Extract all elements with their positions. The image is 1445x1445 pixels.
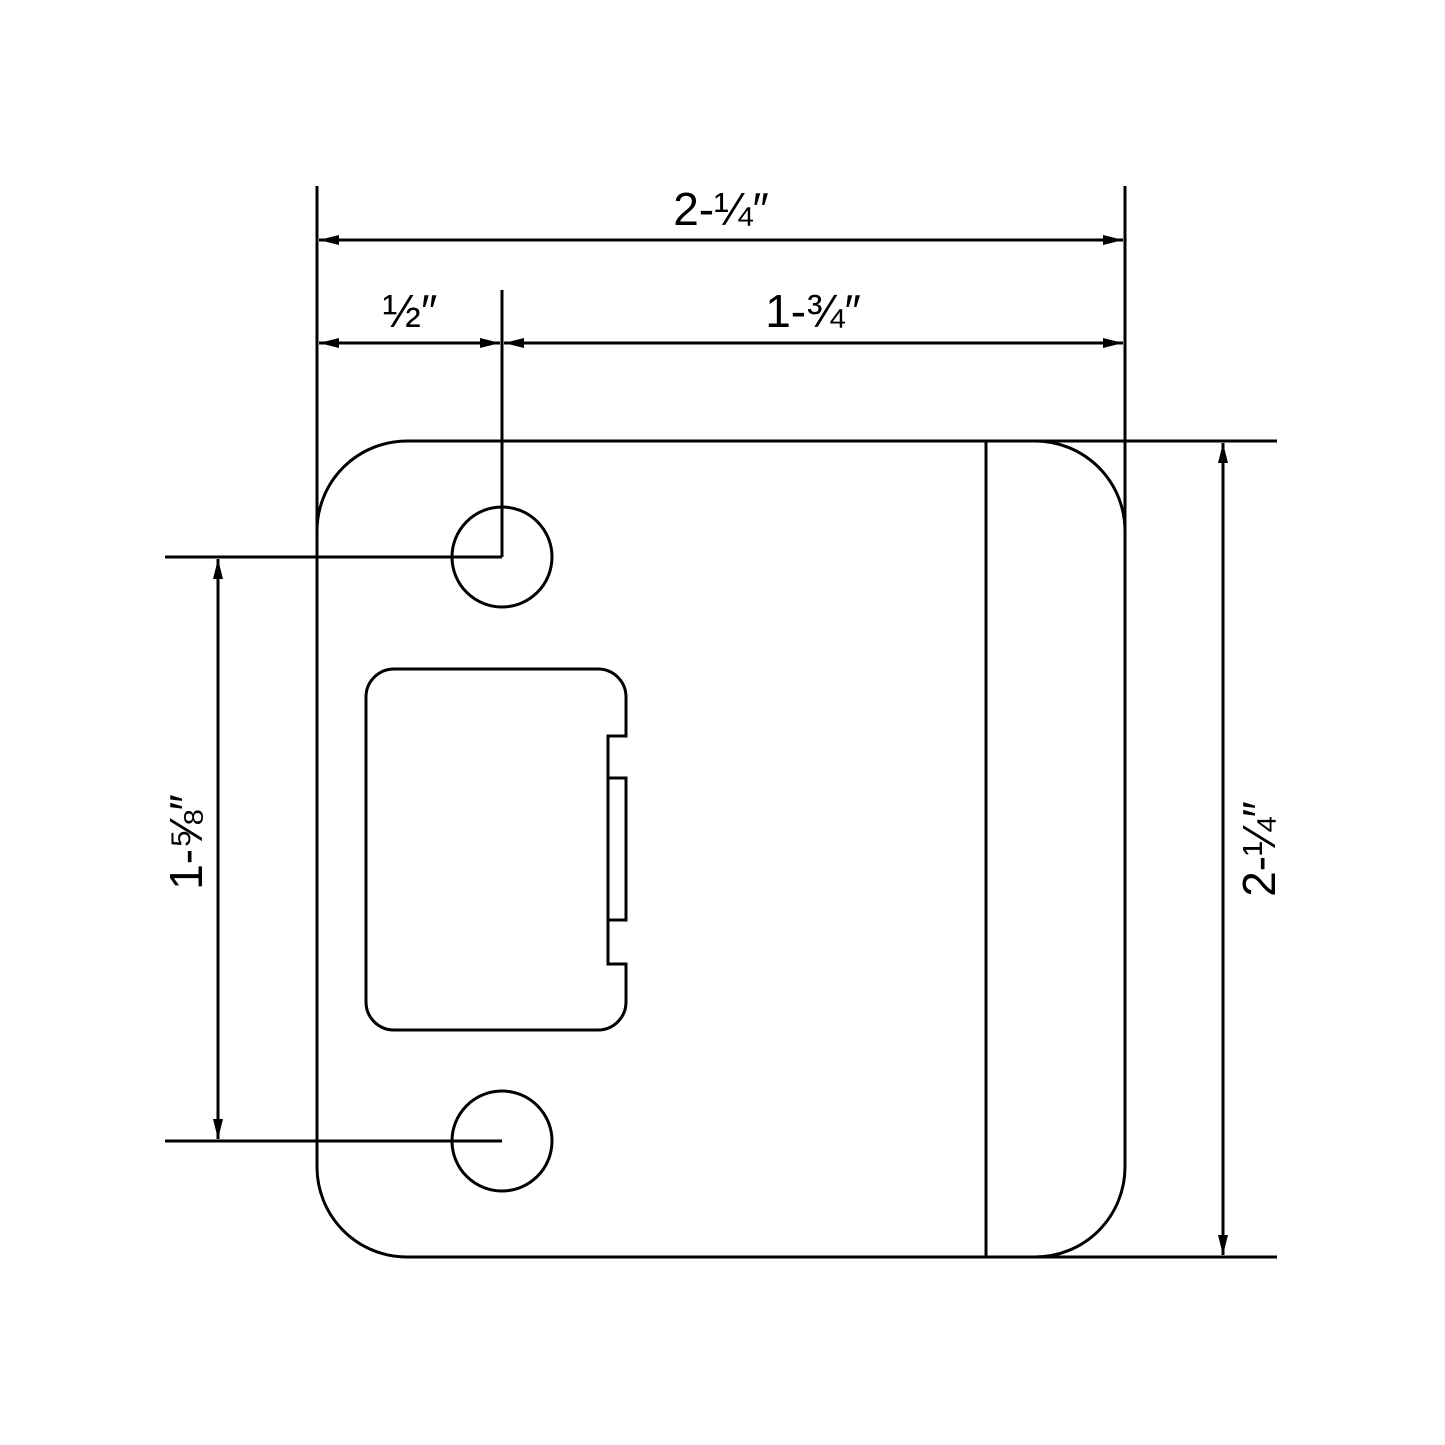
strike-opening [364, 667, 628, 1032]
label-remaining-width: 1-¾″ [765, 285, 861, 337]
label-overall-height: 2-¼″ [1233, 801, 1285, 897]
label-hole-offset: ½″ [383, 285, 438, 337]
label-overall-width: 2-¼″ [673, 183, 769, 235]
label-hole-spacing: 1-⅝″ [160, 794, 212, 890]
strike-tab [606, 776, 628, 922]
plate-outline [315, 439, 1127, 1259]
